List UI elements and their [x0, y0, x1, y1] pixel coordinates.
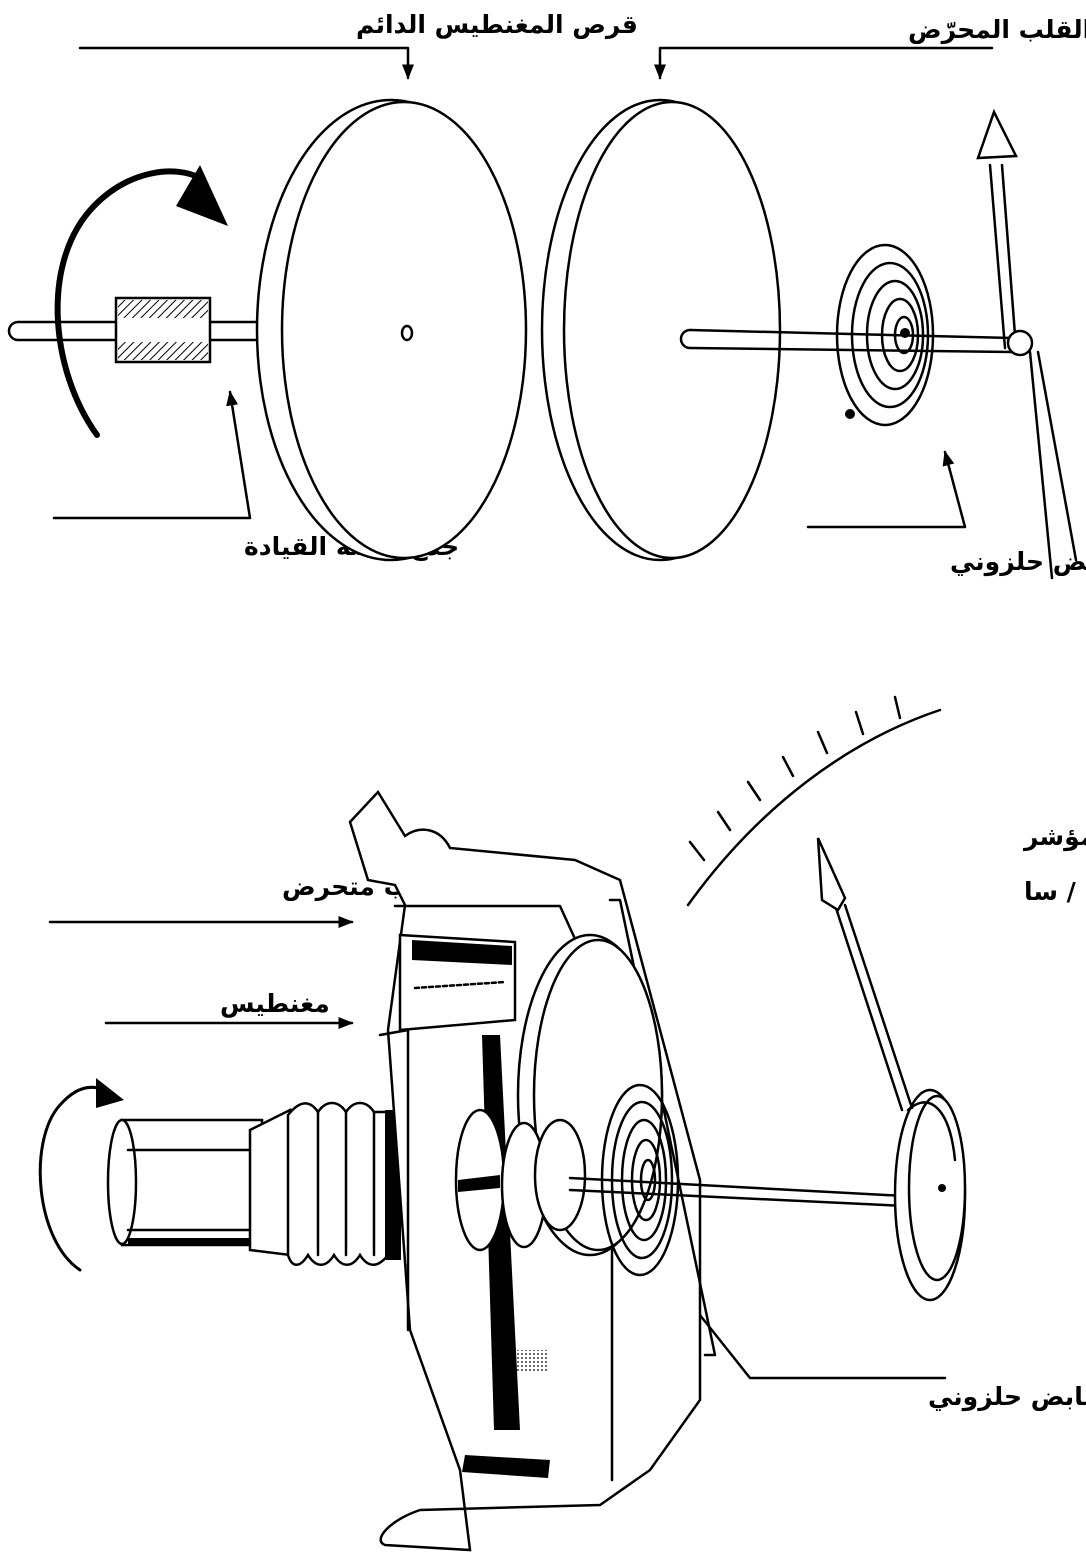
spiral-spring-label-top: نابض حلزوني — [950, 547, 1086, 577]
needle-arrowhead-icon — [976, 108, 1018, 160]
moving-core-disc-label: قرص القلب المحرّض — [908, 15, 1086, 45]
bottom-assembly-diagram: قلب متحرض مغنطيس إبرة المؤشر كم / سا ناب… — [38, 695, 1086, 1552]
permanent-magnet-disc — [255, 98, 528, 562]
speed-scale-dial — [686, 695, 942, 907]
drive-cylinder — [106, 1101, 401, 1266]
spiral-spring-label-bottom: نابض حلزوني — [928, 1382, 1086, 1412]
label-pointer-arrow-icon — [52, 46, 994, 529]
top-exploded-diagram: قرص المغنطيس الدائم قرص القلب المحرّض جذ… — [7, 10, 1086, 580]
rotation-arrow-icon — [54, 165, 228, 438]
pointer-needle-label: إبرة المؤشر — [1022, 822, 1086, 852]
drive-shaft — [7, 296, 407, 364]
rotation-arrow-icon — [38, 1078, 124, 1272]
label-pointer-arrow-icon — [48, 916, 947, 1380]
spiral-spring-icon — [835, 243, 935, 427]
moving-core-disc — [540, 98, 782, 562]
magnet-assembly — [454, 933, 664, 1257]
pointer-needle-bottom — [816, 837, 967, 1302]
pointer-needle-top — [976, 108, 1078, 580]
permanent-magnet-disc-label: قرص المغنطيس الدائم — [356, 10, 638, 40]
pointer-spindle-bottom — [568, 1176, 907, 1208]
unit-label: كم / سا — [1024, 877, 1086, 906]
needle-arrowhead-icon — [816, 837, 847, 912]
magnet-label: مغنطيس — [220, 989, 330, 1018]
